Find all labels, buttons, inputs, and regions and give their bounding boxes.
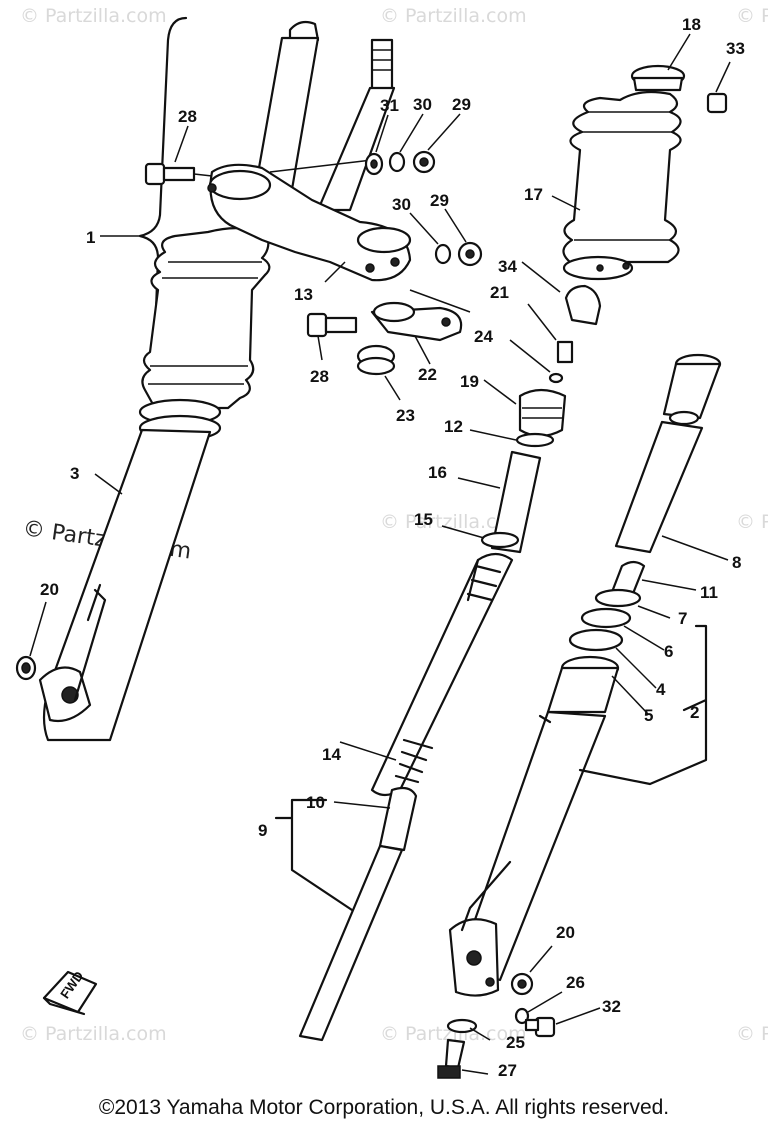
leader-line bbox=[94, 473, 123, 495]
callout-9: 9 bbox=[258, 821, 267, 840]
watermark-text: © Partzilla.com bbox=[736, 5, 768, 27]
callout-16: 16 bbox=[428, 463, 447, 482]
bolt-28-upper bbox=[144, 125, 213, 186]
callout-11: 11 bbox=[700, 583, 718, 602]
callout-28-upper: 28 bbox=[178, 107, 197, 126]
callout-31: 31 bbox=[380, 96, 399, 115]
callout-10: 10 bbox=[306, 793, 325, 812]
copyright-notice: ©2013 Yamaha Motor Corporation, U.S.A. A… bbox=[99, 1096, 669, 1119]
callout-1: 1 bbox=[86, 228, 95, 247]
right-boot-17 bbox=[521, 33, 731, 326]
callout-17: 17 bbox=[524, 185, 543, 204]
air-valve-21 bbox=[509, 303, 574, 384]
callout-8: 8 bbox=[732, 553, 741, 572]
watermark-text: © Partzilla.com bbox=[380, 5, 527, 27]
callout-20-left: 20 bbox=[40, 580, 59, 599]
nut-20-left bbox=[15, 601, 47, 681]
right-fork-assembly bbox=[448, 353, 729, 997]
callout-26: 26 bbox=[566, 973, 585, 992]
callout-13: 13 bbox=[294, 285, 313, 304]
watermark-text: © Partzilla.com bbox=[380, 511, 527, 533]
fasteners-top bbox=[364, 113, 461, 176]
callout-23: 23 bbox=[396, 406, 415, 425]
callout-27: 27 bbox=[498, 1061, 517, 1080]
watermark-text: © Partzilla.com bbox=[736, 511, 768, 533]
cap-spacer-stack bbox=[441, 379, 567, 554]
callout-33: 33 bbox=[726, 39, 745, 58]
callout-21: 21 bbox=[490, 283, 509, 302]
callout-25: 25 bbox=[506, 1033, 525, 1052]
watermark-text: © Partzilla.com bbox=[736, 1023, 768, 1045]
callout-29-mid: 29 bbox=[430, 191, 449, 210]
watermark-text: © Partzilla.com bbox=[20, 5, 167, 27]
left-fork-assembly bbox=[38, 20, 320, 742]
callout-22: 22 bbox=[418, 365, 437, 384]
callout-14: 14 bbox=[322, 745, 341, 764]
clamp-assembly bbox=[306, 261, 471, 401]
bracket-9 bbox=[274, 798, 354, 912]
callout-3: 3 bbox=[70, 464, 79, 483]
callout-18: 18 bbox=[682, 15, 701, 34]
callout-30-top: 30 bbox=[413, 95, 432, 114]
callout-28-lower: 28 bbox=[310, 367, 329, 386]
callout-6: 6 bbox=[664, 642, 673, 661]
under-bracket-13 bbox=[207, 159, 412, 282]
callout-29-top: 29 bbox=[452, 95, 471, 114]
callout-20-right: 20 bbox=[556, 923, 575, 942]
callout-19: 19 bbox=[460, 372, 479, 391]
watermark-text: © Partzilla.com bbox=[20, 1023, 167, 1045]
callout-labels: 1 2 3 4 5 6 7 8 9 10 11 12 13 14 15 16 1… bbox=[40, 15, 745, 1080]
callout-15: 15 bbox=[414, 510, 433, 529]
fasteners-mid bbox=[409, 208, 483, 267]
callout-12: 12 bbox=[444, 417, 463, 436]
watermark-layer: © Partzilla.com © Partzilla.com © Partzi… bbox=[20, 5, 768, 1045]
fwd-arrow-icon: FWD bbox=[42, 968, 98, 1016]
callout-2: 2 bbox=[690, 703, 699, 722]
callout-7: 7 bbox=[678, 609, 687, 628]
callout-34: 34 bbox=[498, 257, 517, 276]
inner-tube-assembly bbox=[298, 552, 514, 1042]
lower-fasteners bbox=[437, 945, 601, 1079]
callout-4: 4 bbox=[656, 680, 666, 699]
callout-30-mid: 30 bbox=[392, 195, 411, 214]
callout-24: 24 bbox=[474, 327, 493, 346]
steering-stem bbox=[316, 38, 396, 212]
callout-5: 5 bbox=[644, 706, 653, 725]
callout-32: 32 bbox=[602, 997, 621, 1016]
